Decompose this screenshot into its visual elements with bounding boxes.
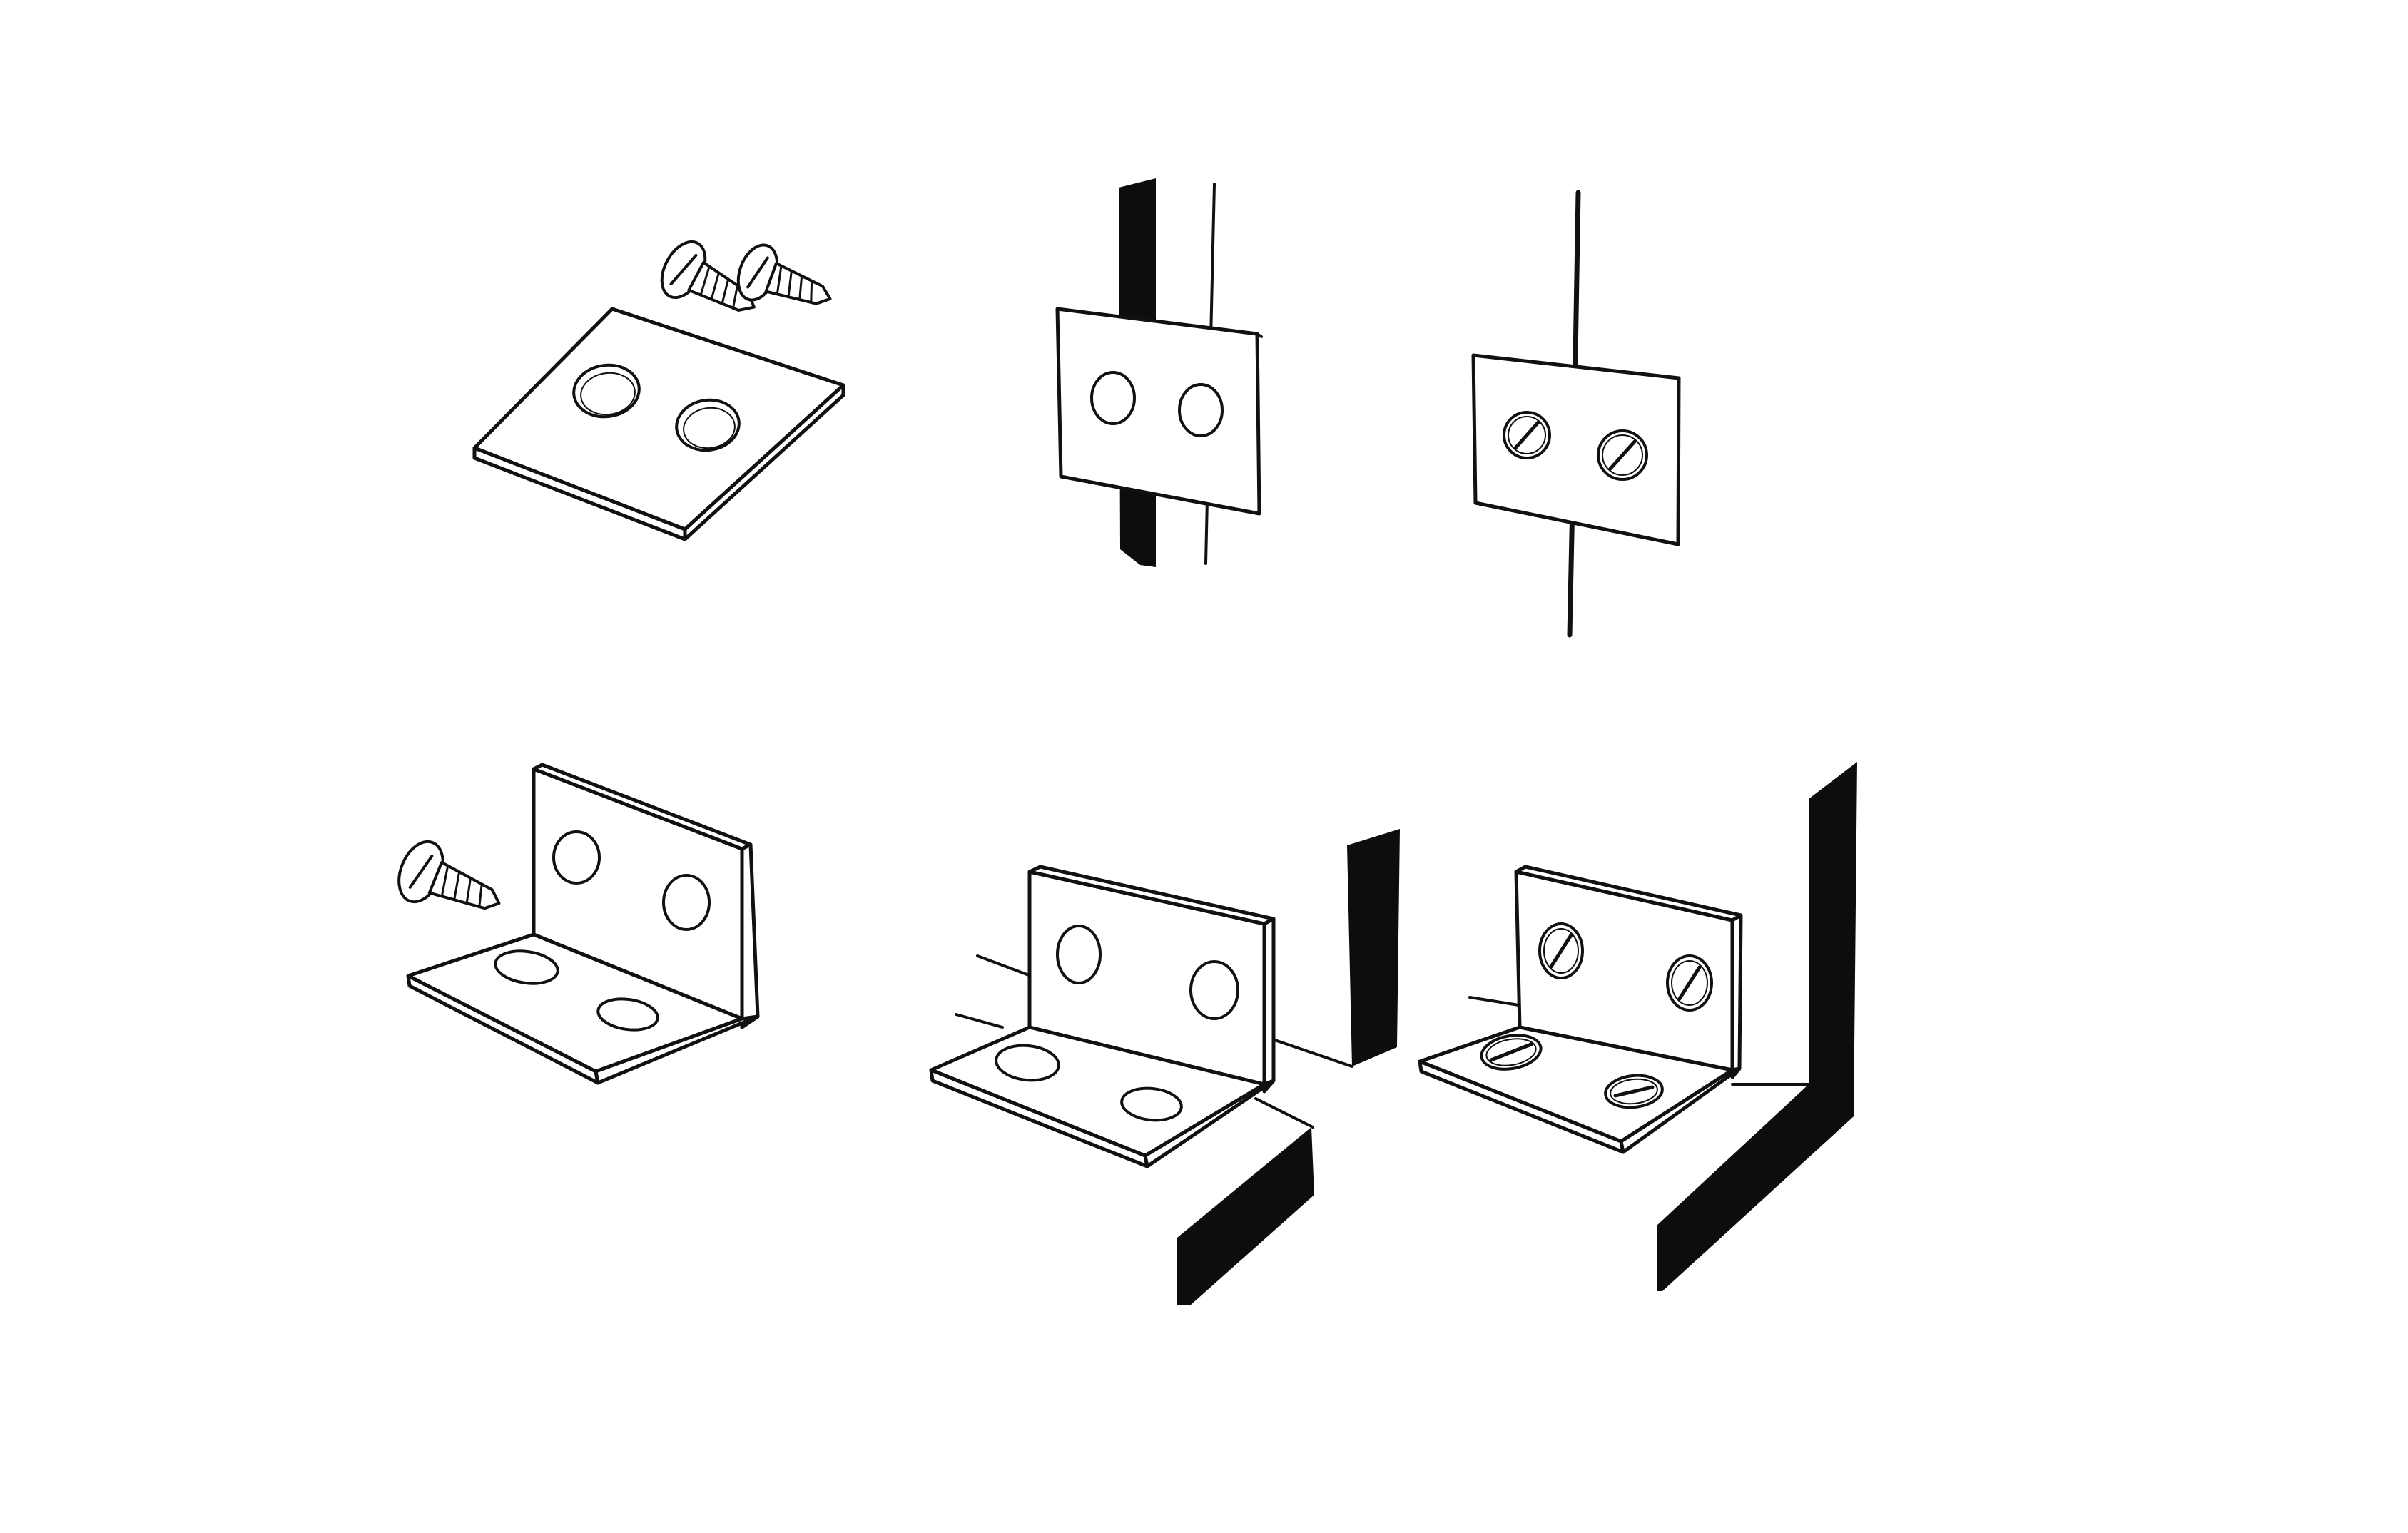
screw-icon [1503,411,1551,459]
screw-icon [1666,954,1713,1012]
screw-icon [1480,1034,1543,1071]
corner-bracket-icon [929,865,1276,1168]
panel-corner-bracket-in-corner [929,829,1400,1305]
panel-corner-bracket-with-screw [397,763,760,1085]
panel-flat-plate-over-joint [1055,178,1263,567]
screw-icon [1597,429,1648,481]
corner-bracket-icon [406,763,760,1085]
mending-plate-icon [1055,307,1263,516]
screw-icon [397,840,501,910]
panel-flat-plate-with-screws [472,240,845,541]
mending-plate-icon [1471,353,1681,546]
corner-bracket-icon [1418,865,1743,1154]
screw-icon [1604,1074,1664,1109]
panel-flat-plate-screwed-over-joint [1471,190,1681,638]
screw-icon [736,243,832,305]
screw-icon [1538,922,1584,979]
mending-plate-icon [472,307,845,541]
panel-corner-bracket-screwed-in-corner [1418,762,1857,1291]
